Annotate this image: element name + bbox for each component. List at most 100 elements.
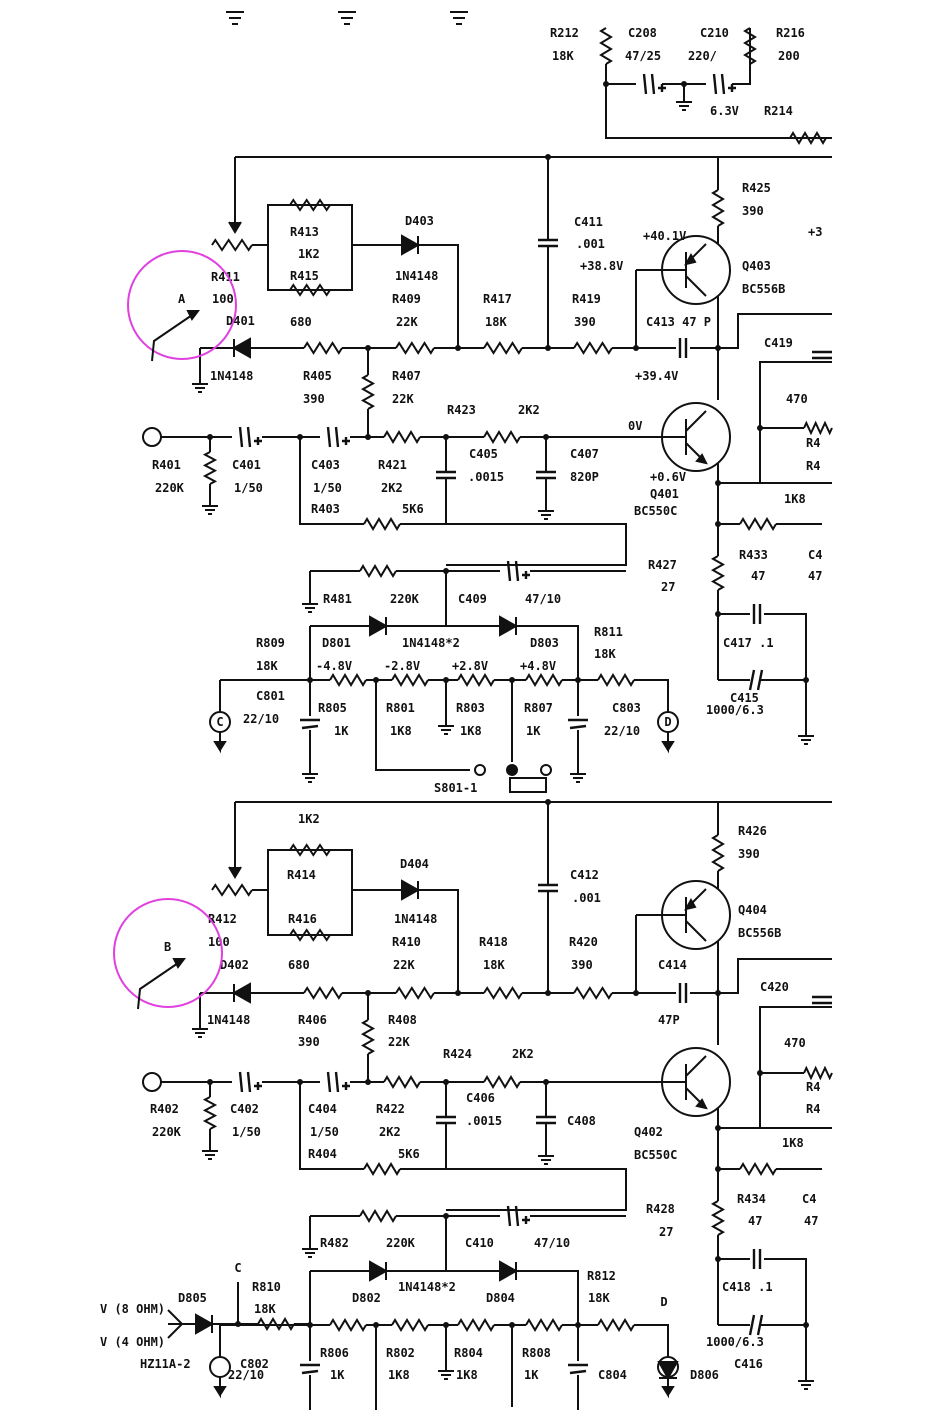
resistor — [483, 986, 523, 1000]
label-r407v: 22K — [392, 392, 414, 406]
wire — [375, 680, 470, 771]
label-tpc1: C — [216, 715, 223, 729]
label-r404: R404 — [308, 1147, 337, 1161]
label-r212v: 18K — [552, 49, 574, 63]
junction-dot — [715, 480, 721, 486]
electrolytic-capacitor — [642, 73, 666, 95]
junction-dot — [603, 81, 609, 87]
label-v4: V (4 OHM) — [100, 1335, 165, 1349]
wire — [764, 613, 807, 730]
label-r433: R433 — [739, 548, 768, 562]
capacitor — [678, 983, 688, 1003]
resistor — [257, 1317, 295, 1331]
label-r481v: 220K — [390, 592, 420, 606]
resistor — [202, 451, 218, 485]
electrolytic-capacitor — [748, 669, 764, 691]
label-v401: +40.1V — [643, 229, 686, 243]
label-tpd2: D — [660, 1295, 667, 1309]
transistor-leads — [662, 243, 707, 297]
label-r807v: 1K — [526, 724, 541, 738]
diode-icon — [401, 879, 421, 901]
label-c405: C405 — [469, 447, 498, 461]
ground-icon — [438, 1365, 454, 1380]
label-r426v: 390 — [738, 847, 760, 861]
label-c804: C804 — [598, 1368, 627, 1382]
label-c802: C802 — [240, 1357, 269, 1371]
resistor — [391, 1318, 429, 1332]
capacitor — [536, 470, 556, 480]
label-q402: Q402 — [634, 1125, 663, 1139]
labels: R21218KC20847/25C210220/6.3VR216200R214R… — [100, 26, 822, 1382]
resistor — [391, 673, 429, 687]
resistor — [289, 843, 331, 857]
label-q401: Q401 — [650, 487, 679, 501]
label-r804v: 1K8 — [456, 1368, 478, 1382]
label-c410v: 47/10 — [534, 1236, 570, 1250]
wire — [299, 1082, 364, 1170]
capacitor — [812, 995, 832, 1005]
label-q403: Q403 — [742, 259, 771, 273]
label-v402: +38.8V — [580, 259, 623, 273]
label-r417: R417 — [483, 292, 512, 306]
input-jack-icon — [142, 427, 162, 447]
label-p48: +4.8V — [520, 659, 556, 673]
wiper-arrow-icon — [186, 310, 200, 321]
label-c42b: C4 — [802, 1192, 816, 1206]
capacitor — [536, 1115, 556, 1125]
electrolytic-capacitor — [238, 426, 262, 448]
label-r811: R811 — [594, 625, 623, 639]
label-r808: R808 — [522, 1346, 551, 1360]
label-r419v: 390 — [574, 315, 596, 329]
label-r412: R412 — [208, 912, 237, 926]
label-r434v: 47 — [748, 1214, 762, 1228]
wires — [161, 28, 832, 1410]
resistor — [289, 928, 331, 942]
label-d802: D802 — [352, 1291, 381, 1305]
label-c210v2: 6.3V — [710, 104, 739, 118]
resistor — [329, 1318, 367, 1332]
label-c412v: .001 — [572, 891, 601, 905]
label-c414: C414 — [658, 958, 687, 972]
label-r416: R416 — [288, 912, 317, 926]
label-r425v: 390 — [742, 204, 764, 218]
resistor — [395, 341, 435, 355]
label-v470a: 470 — [786, 392, 808, 406]
marker-label: B — [164, 940, 171, 954]
junction-dot — [715, 1166, 721, 1172]
label-r414: R414 — [287, 868, 316, 882]
label-r420v: 390 — [571, 958, 593, 972]
capacitor — [538, 883, 558, 893]
label-r812: R812 — [587, 1269, 616, 1283]
label-r428: R428 — [646, 1202, 675, 1216]
label-c413: C413 47 P — [646, 315, 711, 329]
label-m28: -2.8V — [384, 659, 420, 673]
label-c411: C411 — [574, 215, 603, 229]
label-c42a: C4 — [808, 548, 822, 562]
resistor — [457, 1318, 495, 1332]
label-r417v: 18K — [485, 315, 507, 329]
label-c410: C410 — [465, 1236, 494, 1250]
label-r405: R405 — [303, 369, 332, 383]
label-d403: D403 — [405, 214, 434, 228]
label-c401: C401 — [232, 458, 261, 472]
electrolytic-capacitor — [568, 1363, 588, 1375]
resistor — [525, 1318, 563, 1332]
label-r410: R410 — [392, 935, 421, 949]
label-r405v: 390 — [303, 392, 325, 406]
label-r810: R810 — [252, 1280, 281, 1294]
wire — [764, 1258, 807, 1375]
label-c42av: 47 — [808, 569, 822, 583]
input-arrow — [167, 1309, 184, 1339]
resistor — [303, 986, 343, 1000]
junction-dot — [455, 990, 461, 996]
diode-icon — [231, 337, 251, 359]
label-r426: R426 — [738, 824, 767, 838]
label-r422: R422 — [376, 1102, 405, 1116]
label-r481: R481 — [323, 592, 352, 606]
electrolytic-capacitor — [238, 1071, 262, 1093]
label-c208: C208 — [628, 26, 657, 40]
ground-icon — [438, 720, 454, 735]
label-r401v: 220K — [155, 481, 185, 495]
resistor — [360, 374, 376, 410]
resistor — [483, 1075, 521, 1089]
